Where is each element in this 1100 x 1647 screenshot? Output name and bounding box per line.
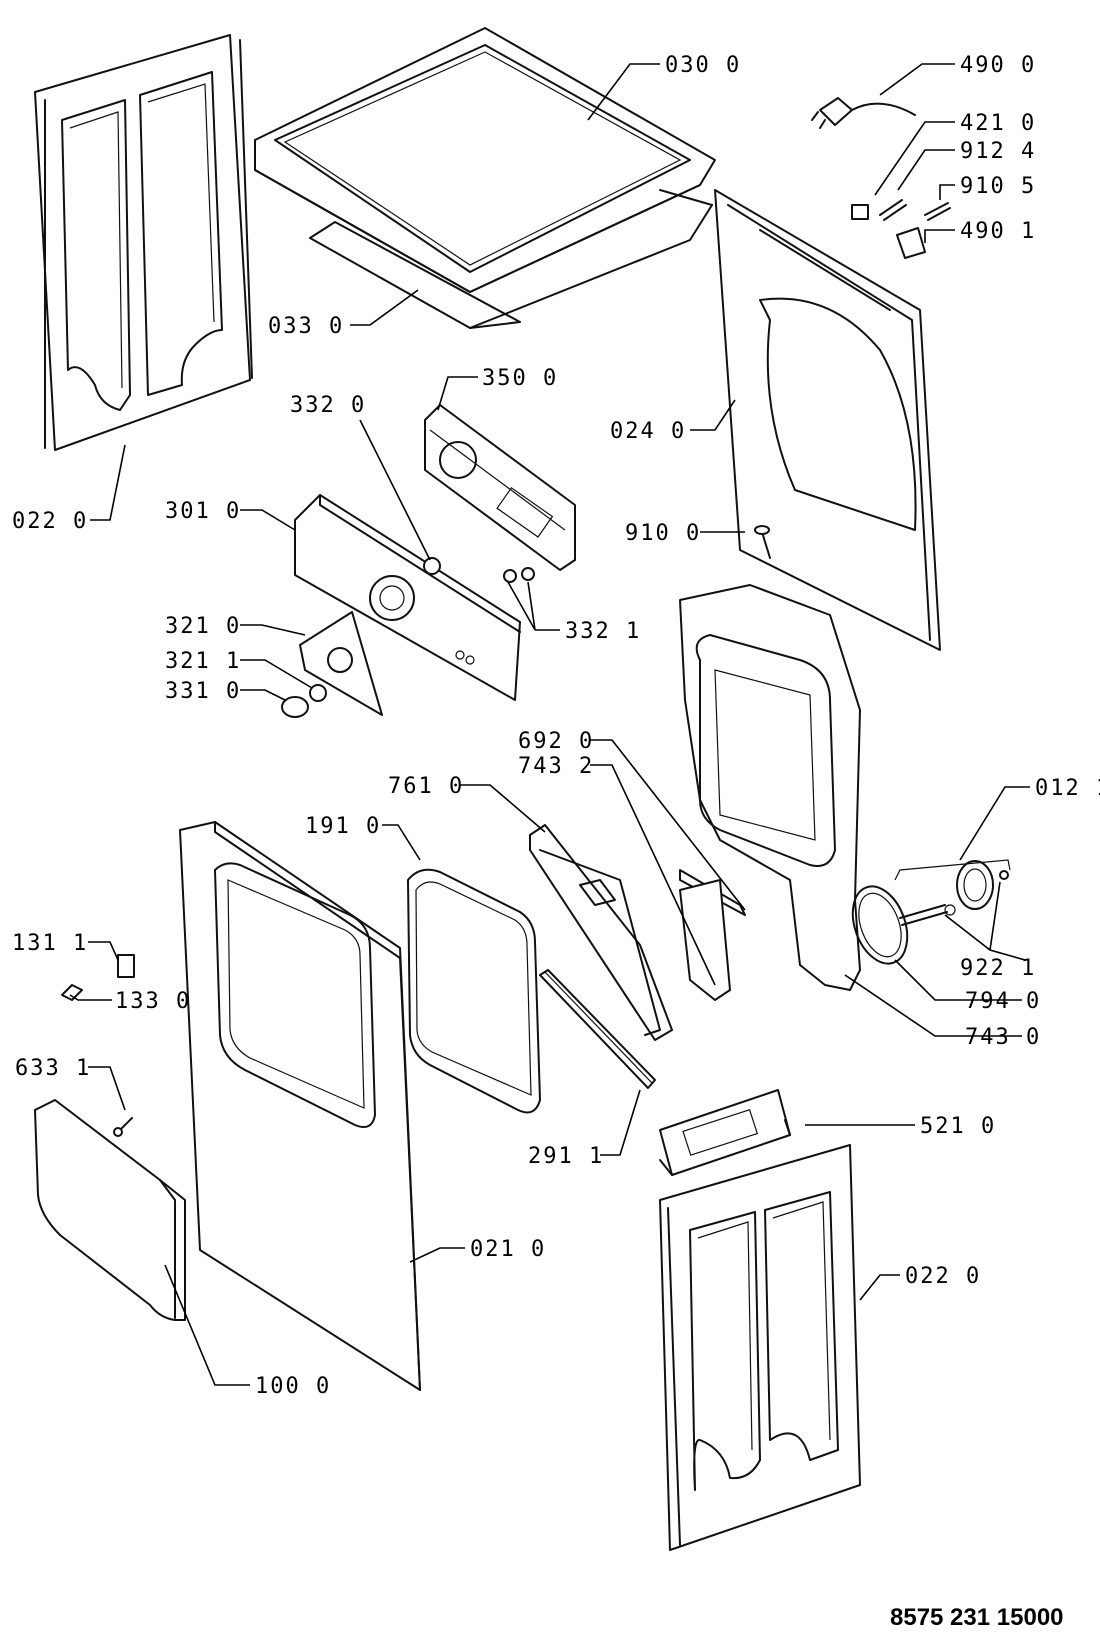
callout-030: 030 0 [665, 53, 741, 78]
callout-922: 922 1 [960, 956, 1036, 981]
callout-331: 331 0 [165, 679, 241, 704]
door-catch [61, 954, 135, 1001]
front-panel [179, 821, 421, 1391]
door-seal [407, 868, 541, 1114]
callout-022-bottom: 022 0 [905, 1264, 981, 1289]
leader-lines [69, 63, 1030, 1386]
callout-012: 012 1 [1035, 776, 1100, 801]
side-panel-right [659, 1144, 861, 1551]
callout-490-0: 490 0 [960, 53, 1036, 78]
top-cover [254, 27, 716, 293]
electronics-module [659, 1089, 791, 1176]
hinge-pin [113, 1117, 133, 1137]
callout-133: 133 0 [115, 989, 191, 1014]
lint-filter [529, 824, 673, 1041]
callout-490-1: 490 1 [960, 219, 1036, 244]
callout-291: 291 1 [528, 1144, 604, 1169]
callout-912: 912 4 [960, 139, 1036, 164]
power-cord [811, 97, 916, 129]
callout-692: 692 0 [518, 729, 594, 754]
callout-321-0: 321 0 [165, 614, 241, 639]
small-hardware [851, 199, 951, 259]
screw-910 [754, 525, 771, 559]
selector-assembly [281, 611, 383, 718]
callout-131: 131 1 [12, 931, 88, 956]
callout-labels: 030 0 490 0 421 0 912 4 910 5 490 1 033 … [12, 53, 1100, 1399]
callout-191: 191 0 [305, 814, 381, 839]
seal-strip [539, 969, 656, 1089]
control-board [424, 404, 576, 571]
callout-301: 301 0 [165, 499, 241, 524]
callout-033: 033 0 [268, 314, 344, 339]
callout-350: 350 0 [482, 366, 558, 391]
bearing-assembly [851, 859, 1011, 965]
callout-421: 421 0 [960, 111, 1036, 136]
callout-021: 021 0 [470, 1237, 546, 1262]
gasket-strip [679, 869, 746, 1001]
side-panel-left [34, 34, 253, 451]
callout-100: 100 0 [255, 1374, 331, 1399]
door [34, 1099, 186, 1321]
callout-332-0: 332 0 [290, 393, 366, 418]
callout-794: 794 0 [965, 989, 1041, 1014]
rear-panel [714, 189, 941, 651]
callout-743-2: 743 2 [518, 754, 594, 779]
lid-tray [309, 189, 713, 329]
control-panel [294, 494, 521, 701]
callout-521: 521 0 [920, 1114, 996, 1139]
callout-332-1: 332 1 [565, 619, 641, 644]
callout-024: 024 0 [610, 419, 686, 444]
drum-support [679, 584, 861, 991]
button-caps [423, 557, 535, 583]
document-number: 8575 231 15000 [890, 1604, 1064, 1631]
callout-743-0: 743 0 [965, 1025, 1041, 1050]
callout-022-top: 022 0 [12, 509, 88, 534]
callout-321-1: 321 1 [165, 649, 241, 674]
callout-910-0: 910 0 [625, 521, 701, 546]
callout-910-5: 910 5 [960, 174, 1036, 199]
callout-633: 633 1 [15, 1056, 91, 1081]
callout-761: 761 0 [388, 774, 464, 799]
